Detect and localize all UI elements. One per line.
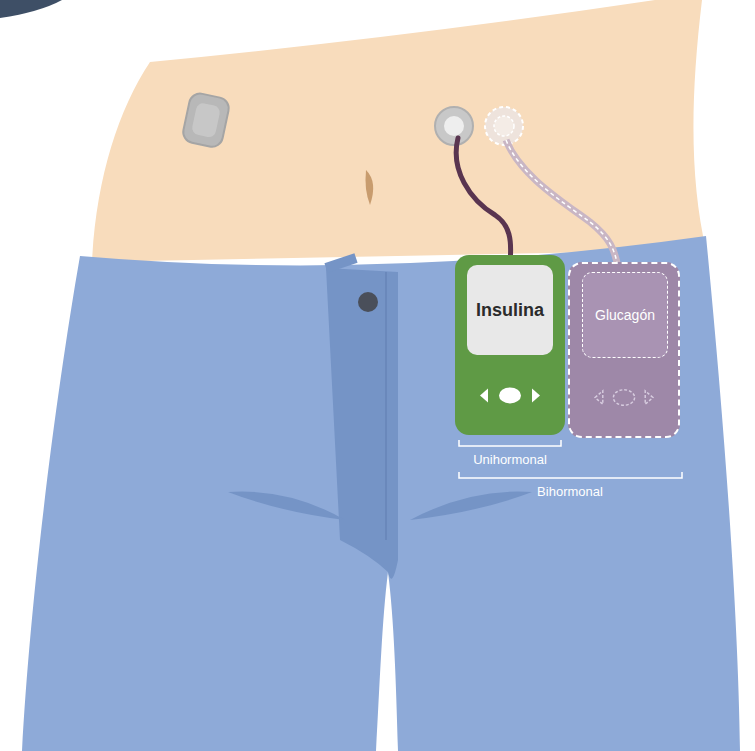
jeans: [22, 236, 740, 751]
skin: [92, 0, 706, 262]
pump-screen: Glucagón: [582, 272, 668, 358]
pump-label: Insulina: [476, 300, 544, 321]
sensor: [181, 92, 231, 149]
glucagon-tube: [506, 140, 618, 268]
pump-button: [613, 390, 634, 405]
bracket-label: Bihormonal: [537, 484, 603, 499]
pump-label: Glucagón: [595, 307, 655, 323]
pump-button: [532, 388, 540, 402]
button: [358, 292, 378, 312]
pump-button: [595, 391, 603, 405]
insulin-tube: [456, 138, 510, 262]
brackets: [459, 440, 682, 478]
pump-button: [480, 388, 488, 402]
bracket-label: Unihormonal: [473, 452, 547, 467]
corner-fragment: [0, 0, 62, 18]
pump-screen: Insulina: [467, 265, 553, 355]
pump-button: [499, 387, 521, 403]
infusion-site: [435, 107, 473, 145]
pocket-left: [228, 492, 345, 520]
pump-device: Glucagón: [568, 262, 680, 438]
pocket-right: [410, 492, 532, 520]
pump-device: Insulina: [455, 255, 565, 435]
infusion-site-dashed: [485, 107, 523, 145]
navel: [366, 170, 374, 205]
pump-button: [645, 391, 653, 405]
jeans-fly: [326, 268, 398, 579]
